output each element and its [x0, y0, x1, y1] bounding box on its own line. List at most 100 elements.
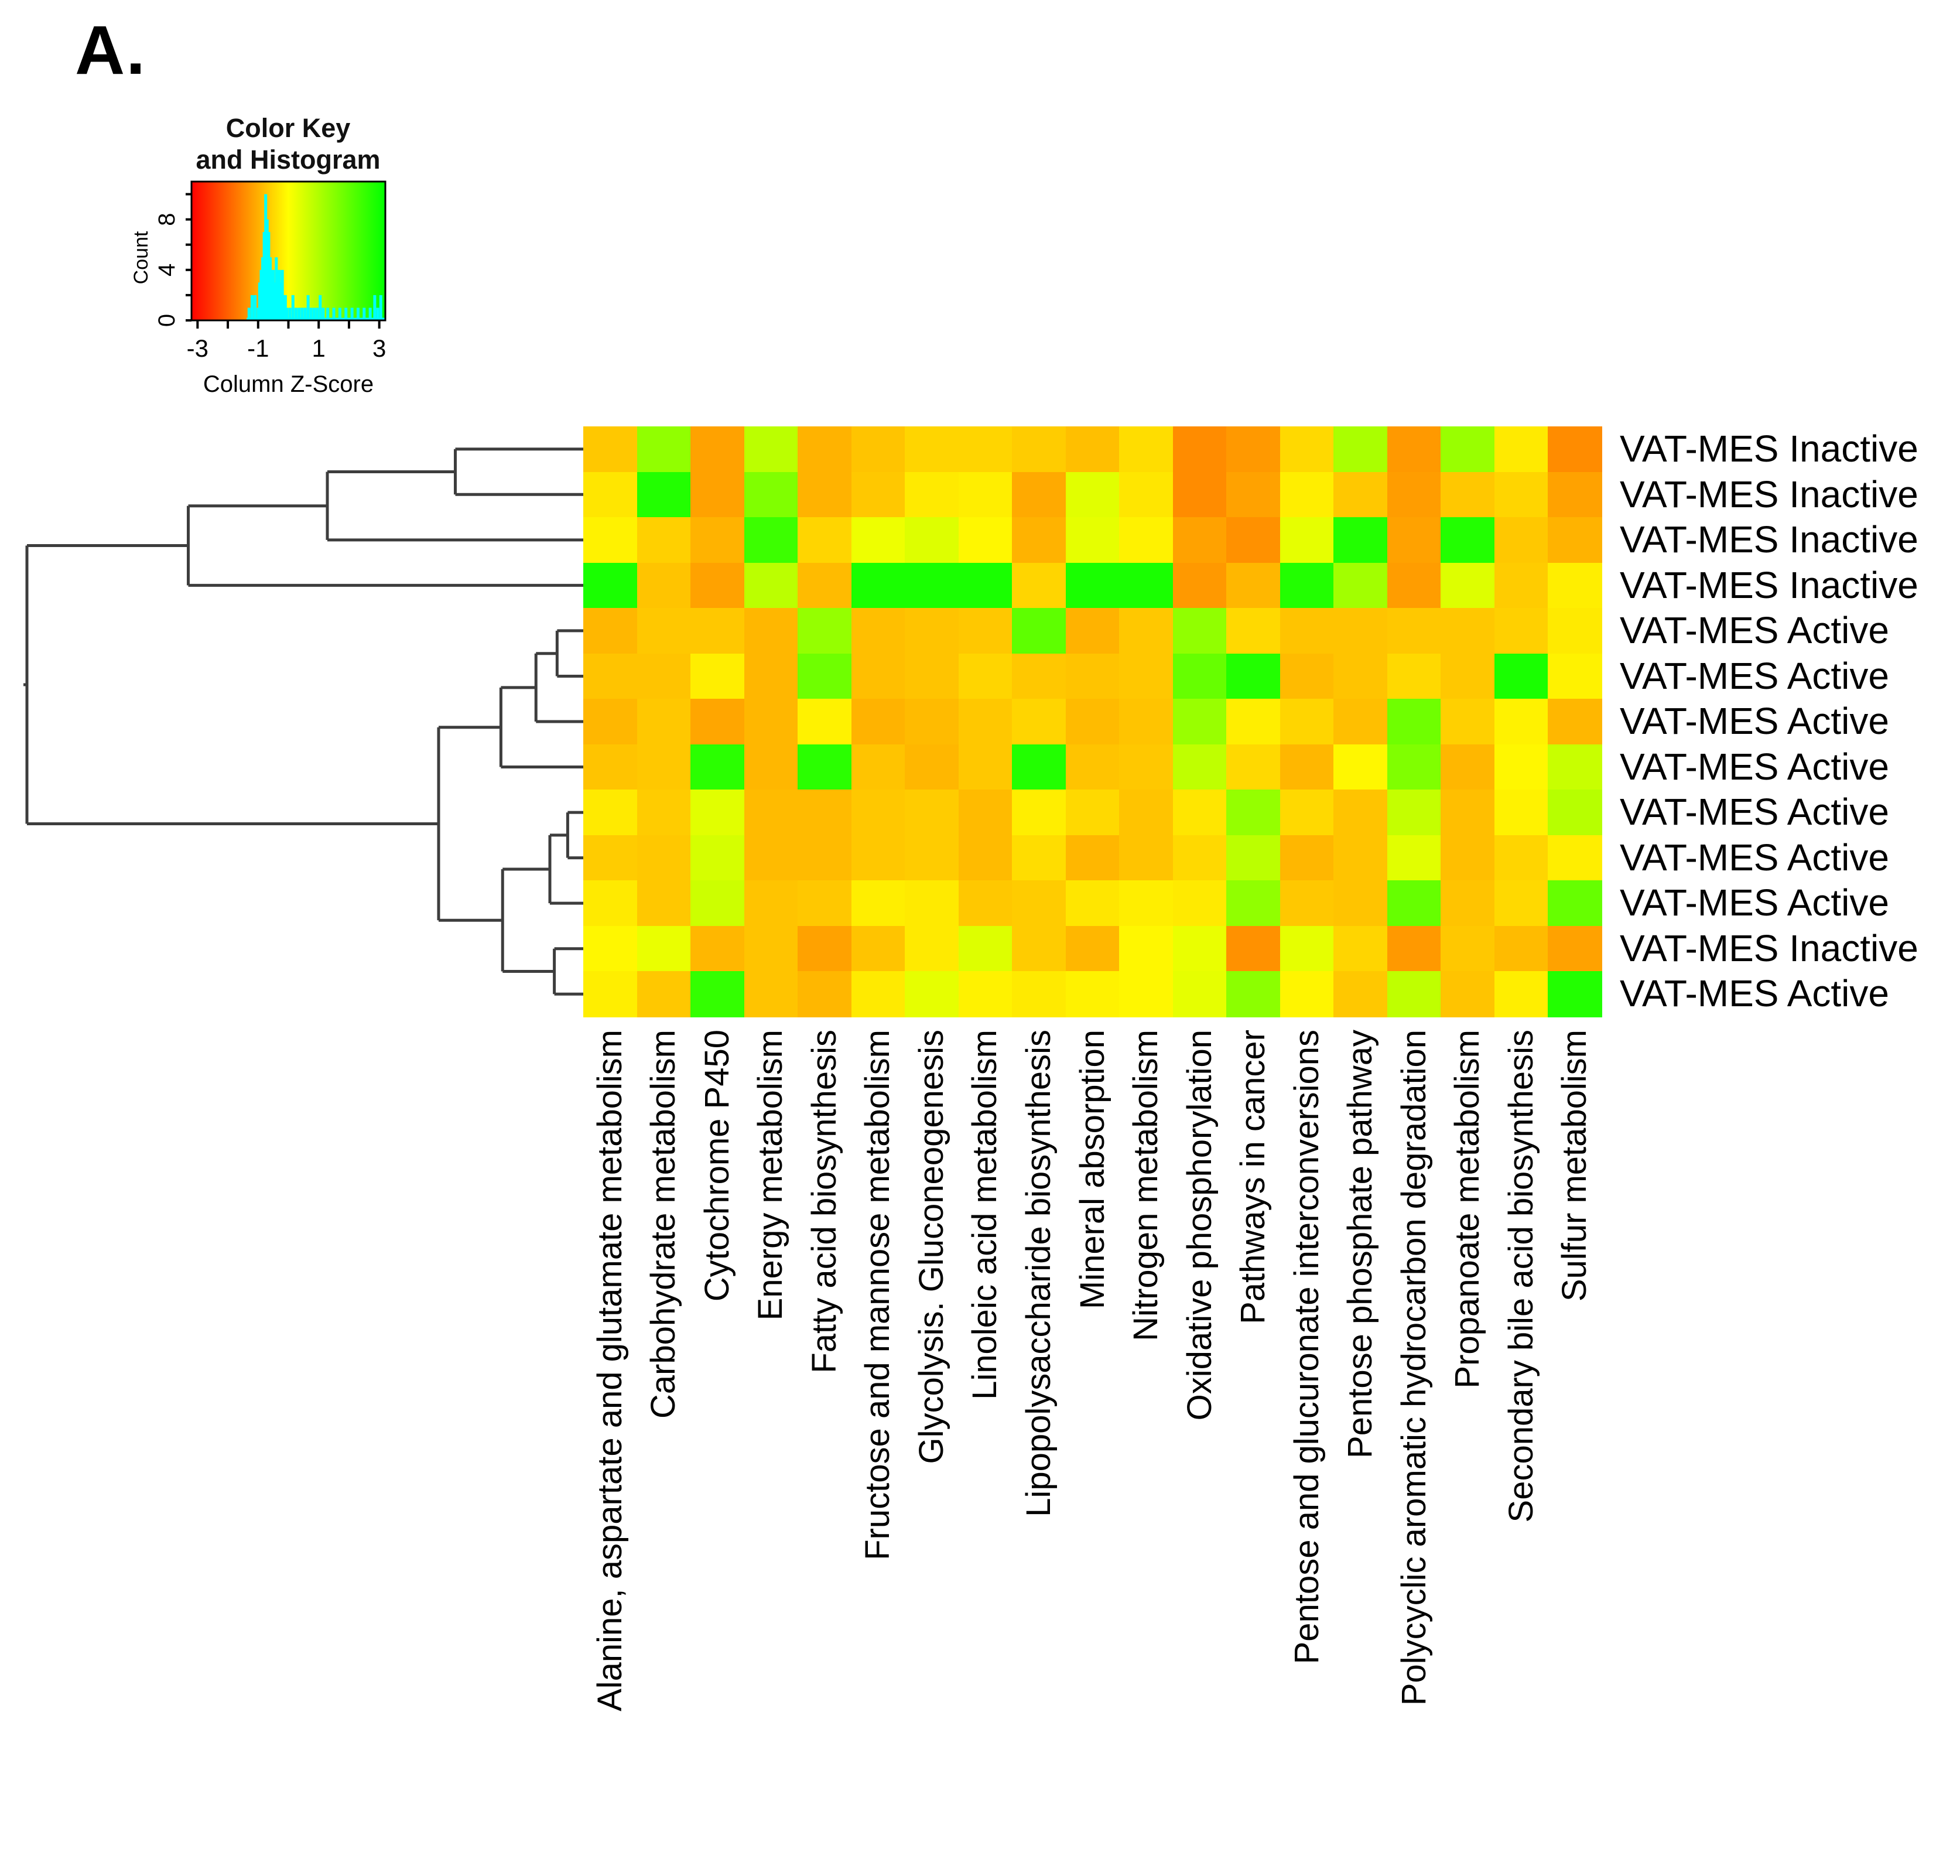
heatmap-cell [905, 517, 959, 563]
heatmap-cell [1494, 653, 1549, 699]
row-label: VAT-MES Active [1620, 745, 1889, 788]
heatmap-cell [1548, 608, 1602, 654]
heatmap-cell [583, 971, 638, 1017]
heatmap-cell [1494, 925, 1549, 972]
heatmap-cell [1172, 426, 1227, 473]
heatmap-cell [637, 744, 691, 790]
heatmap-cell [1441, 835, 1495, 881]
heatmap-cell [1387, 653, 1442, 699]
heatmap-cell [637, 562, 691, 609]
heatmap-cell [1280, 562, 1334, 609]
heatmap-cell [905, 562, 959, 609]
column-label: Glycolysis. Gluconeogenesis [912, 1030, 950, 1464]
heatmap-cell [744, 653, 798, 699]
heatmap-cell [1065, 835, 1120, 881]
heatmap-cell [1333, 925, 1388, 972]
heatmap-cell [583, 517, 638, 563]
heatmap-cell [1012, 653, 1066, 699]
heatmap-cell [1226, 835, 1281, 881]
heatmap-cell [744, 925, 798, 972]
heatmap-cell [905, 608, 959, 654]
heatmap-cell [1333, 971, 1388, 1017]
heatmap-cell [851, 835, 905, 881]
heatmap-cell [1012, 562, 1066, 609]
column-label: Alanine, aspartate and glutamate metabol… [590, 1030, 629, 1711]
row-label: VAT-MES Active [1620, 972, 1889, 1015]
heatmap-cell [851, 790, 905, 836]
heatmap-cell [637, 699, 691, 745]
heatmap-cell [690, 517, 745, 563]
color-key-z-tick-label: 3 [372, 334, 386, 362]
heatmap-cell [851, 653, 905, 699]
heatmap-cell [637, 517, 691, 563]
heatmap-cell [1172, 562, 1227, 609]
heatmap-cell [1226, 699, 1281, 745]
heatmap-cell [798, 971, 852, 1017]
heatmap-cell [583, 653, 638, 699]
heatmap-cell [905, 880, 959, 927]
heatmap-cell [798, 517, 852, 563]
heatmap-cell [905, 971, 959, 1017]
heatmap-cell [1387, 517, 1442, 563]
heatmap-cell [1333, 562, 1388, 609]
heatmap-cell [1172, 790, 1227, 836]
heatmap-cell [1280, 517, 1334, 563]
heatmap-cell [798, 699, 852, 745]
heatmap-cell [1333, 744, 1388, 790]
heatmap-cell [744, 699, 798, 745]
heatmap-cell [851, 426, 905, 473]
heatmap-cell [1280, 925, 1334, 972]
heatmap-cell [1226, 562, 1281, 609]
heatmap-cell [1548, 426, 1602, 473]
heatmap-cell [1494, 790, 1549, 836]
heatmap-cell [851, 471, 905, 518]
column-label: Linoleic acid metabolism [966, 1030, 1004, 1400]
color-key-count-tick-label: 8 [154, 213, 180, 226]
heatmap-cell [690, 880, 745, 927]
heatmap-cell [1012, 971, 1066, 1017]
heatmap-cell [1333, 699, 1388, 745]
color-key-count-tick-label: 0 [154, 314, 180, 327]
row-label: VAT-MES Inactive [1620, 563, 1918, 606]
heatmap-cell [1226, 880, 1281, 927]
heatmap-cell [637, 471, 691, 518]
heatmap-cell [1494, 608, 1549, 654]
heatmap-cell [1012, 699, 1066, 745]
column-label: Carbohydrate metabolism [644, 1030, 683, 1419]
heatmap-cell [1387, 562, 1442, 609]
color-key-title-line1: Color Key [225, 113, 351, 143]
color-key-title: Color Key and Histogram [174, 112, 402, 176]
heatmap-cell [1548, 880, 1602, 927]
heatmap-cell [583, 835, 638, 881]
heatmap-cell [1441, 971, 1495, 1017]
heatmap-cell [1548, 517, 1602, 563]
heatmap-cell [583, 426, 638, 473]
heatmap-cell [1065, 426, 1120, 473]
heatmap-cell [958, 971, 1013, 1017]
heatmap-cell [1494, 835, 1549, 881]
heatmap-cell [1280, 880, 1334, 927]
heatmap-cell [637, 608, 691, 654]
heatmap-cell [851, 880, 905, 927]
heatmap-cell [690, 562, 745, 609]
heatmap-cell [690, 471, 745, 518]
heatmap-cell [690, 426, 745, 473]
heatmap-cell [1387, 608, 1442, 654]
row-label: VAT-MES Active [1620, 836, 1889, 879]
heatmap-cell [1441, 744, 1495, 790]
heatmap-cell [1012, 517, 1066, 563]
row-label: VAT-MES Inactive [1620, 473, 1918, 515]
heatmap-cell [958, 880, 1013, 927]
row-label: VAT-MES Active [1620, 791, 1889, 833]
heatmap-cell [1280, 699, 1334, 745]
heatmap-cell [798, 744, 852, 790]
heatmap-cell [851, 608, 905, 654]
heatmap-cell [1065, 880, 1120, 927]
heatmap-cell [690, 608, 745, 654]
heatmap-cell [1012, 744, 1066, 790]
heatmap-cell [798, 471, 852, 518]
heatmap-cell [1333, 653, 1388, 699]
heatmap-cell [1172, 971, 1227, 1017]
heatmap-cell [851, 971, 905, 1017]
heatmap-cell [905, 925, 959, 972]
